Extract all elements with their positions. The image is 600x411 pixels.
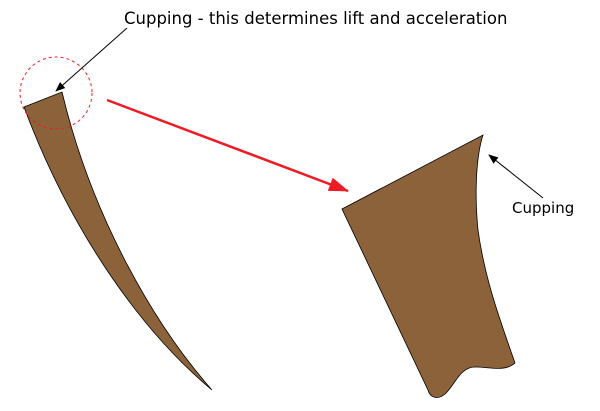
callout-arrow-main	[55, 27, 128, 92]
callout-arrow-detail	[488, 154, 544, 199]
zoom-arrow	[106, 98, 349, 193]
blade-side-profile	[23, 91, 213, 391]
cupping-detail-label: Cupping	[512, 199, 575, 217]
blade-tip-detail	[341, 134, 516, 398]
highlight-circle	[19, 56, 93, 130]
cupping-callout-label: Cupping - this determines lift and accel…	[124, 9, 508, 28]
